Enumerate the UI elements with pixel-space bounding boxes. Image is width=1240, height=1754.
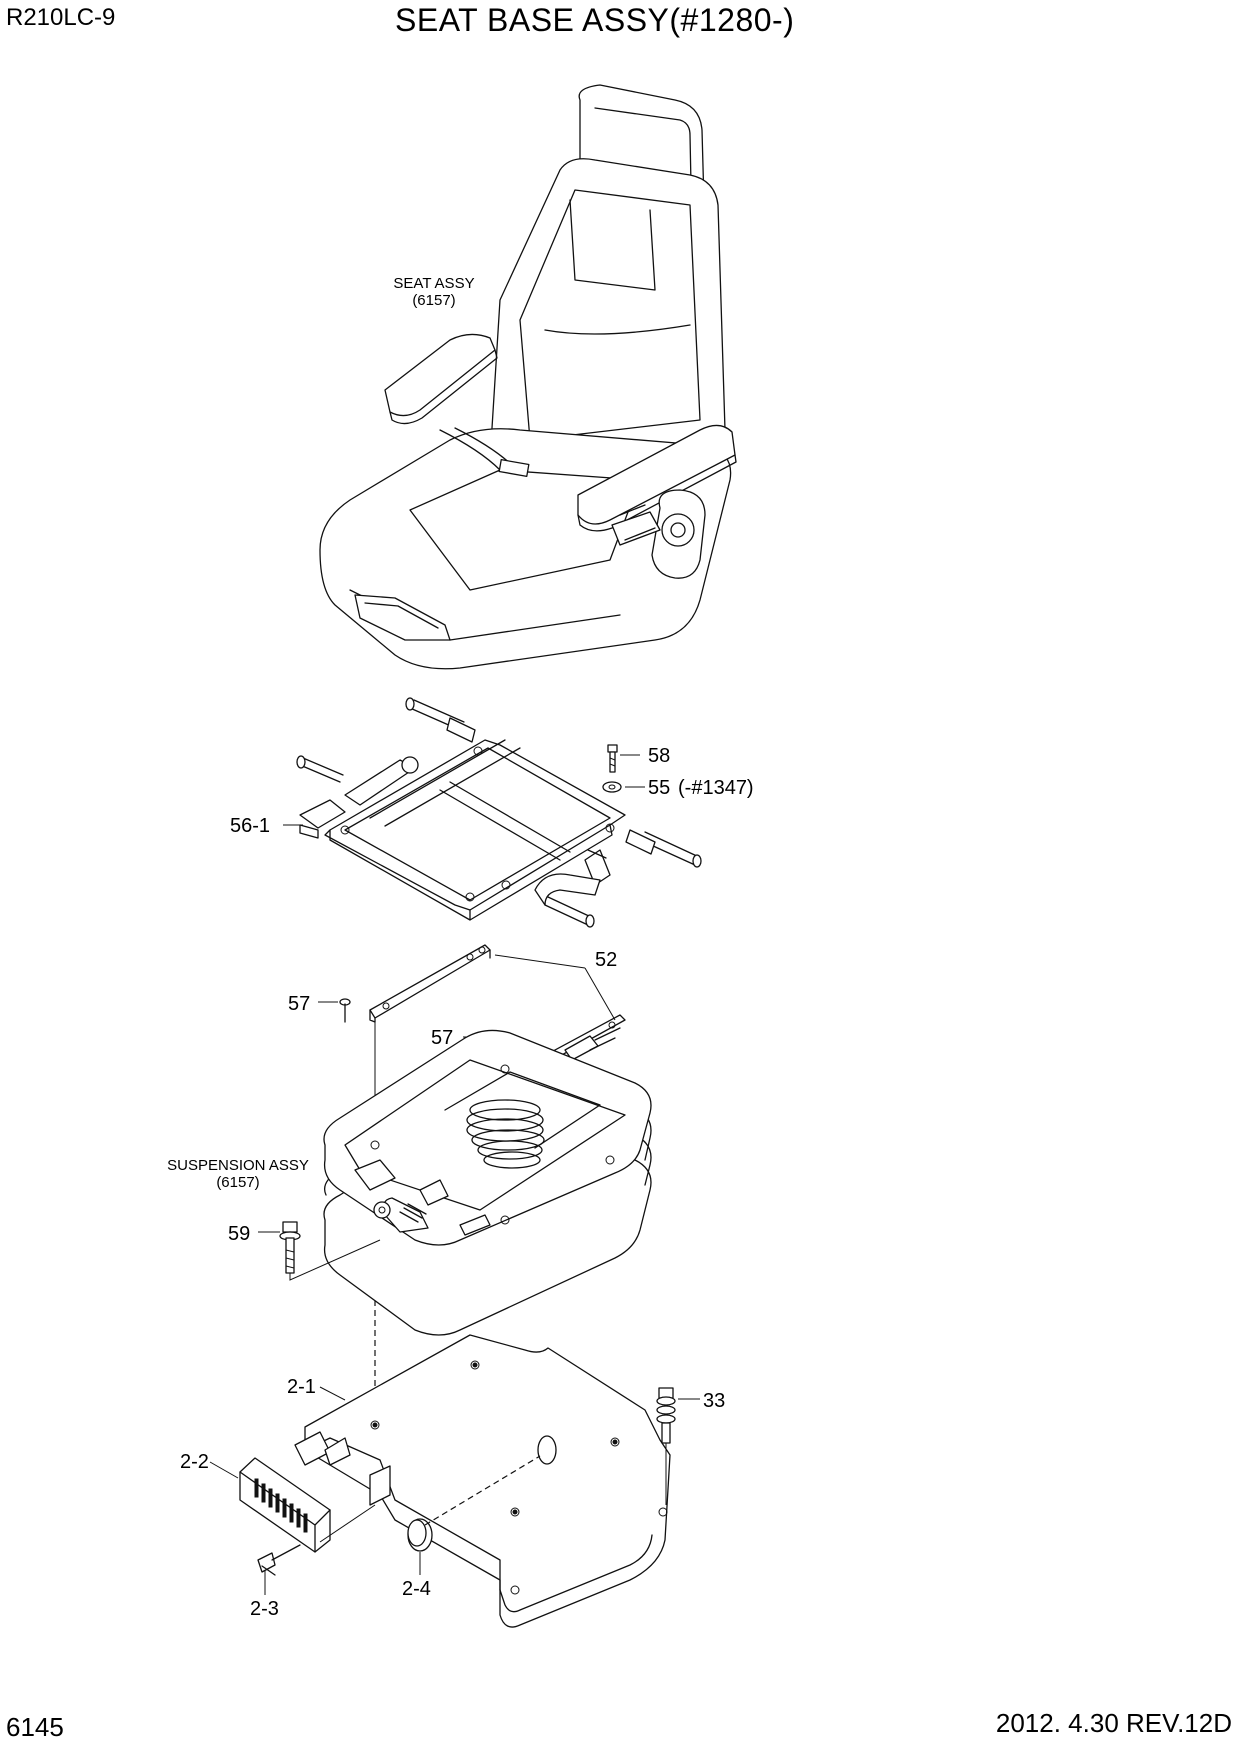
suspension-assy-ref: (6157)	[216, 1174, 259, 1191]
callout-2-1: 2-1	[287, 1376, 316, 1398]
callout-33: 33	[703, 1390, 725, 1412]
bolt-33-drawing[interactable]	[656, 1387, 700, 1505]
seat-assy-ref: (6157)	[412, 292, 455, 309]
callout-2-4: 2-4	[402, 1578, 431, 1600]
suspension-assembly-drawing[interactable]	[323, 1029, 652, 1336]
callout-55-note: (-#1347)	[678, 777, 754, 799]
callout-59: 59	[228, 1223, 250, 1245]
washer-55-drawing[interactable]	[602, 781, 645, 793]
callout-57-right: 57	[431, 1027, 453, 1049]
bolt-58-drawing[interactable]	[607, 744, 640, 773]
callout-57-left: 57	[288, 993, 310, 1015]
callout-52: 52	[595, 949, 617, 971]
bolt-59-drawing[interactable]	[258, 1221, 381, 1281]
model-code: R210LC-9	[6, 4, 116, 31]
vent-cover-2-2-drawing[interactable]	[209, 1457, 376, 1553]
suspension-assy-label: SUSPENSION ASSY	[167, 1157, 309, 1174]
page-number: 6145	[6, 1712, 64, 1742]
page-title: SEAT BASE ASSY(#1280-)	[395, 2, 795, 38]
base-plate-2-1-drawing[interactable]	[294, 1334, 671, 1628]
seat-assembly-drawing[interactable]	[319, 84, 737, 670]
callout-2-3: 2-3	[250, 1598, 279, 1620]
callout-56-1: 56-1	[230, 815, 270, 837]
screw-57-left-drawing[interactable]	[318, 998, 351, 1023]
grommet-2-4-drawing[interactable]	[407, 1455, 541, 1575]
screw-2-3-drawing[interactable]	[257, 1544, 301, 1595]
revision-date: 2012. 4.30 REV.12D	[995, 1708, 1232, 1738]
callout-58: 58	[648, 745, 670, 767]
callout-55: 55	[648, 777, 670, 799]
slide-rail-frame-drawing[interactable]	[296, 697, 702, 928]
seat-assy-label: SEAT ASSY	[393, 275, 474, 292]
callout-2-2: 2-2	[180, 1451, 209, 1473]
